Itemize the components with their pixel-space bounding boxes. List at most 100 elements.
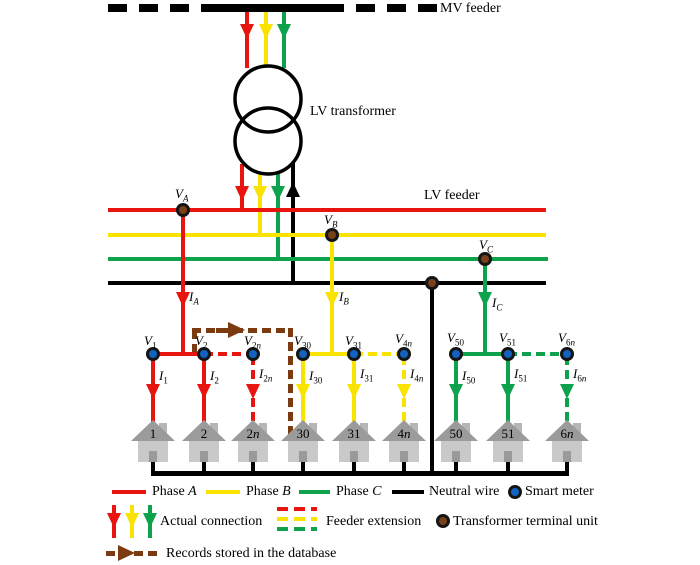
phase-c-bus-solid	[456, 352, 508, 356]
ic-arrow-icon	[478, 292, 492, 307]
neutral-riser	[291, 162, 295, 285]
label-i50: I50	[462, 368, 476, 386]
house-31-neutral-stub	[352, 460, 356, 473]
ia-arrow-icon	[176, 292, 190, 307]
phase-c-down-arrow-icon	[271, 186, 285, 201]
phase-b-down-arrow-icon	[259, 24, 273, 39]
door-icon	[563, 451, 571, 462]
records-right-arrow-icon	[228, 322, 245, 338]
smart-meter-v4n-dot	[397, 347, 411, 361]
house-2-neutral-stub	[202, 460, 206, 473]
i2n-arrow-icon	[246, 384, 260, 399]
door-icon	[400, 451, 408, 462]
legend-neutral-label: Neutral wire	[429, 484, 500, 499]
legend-feeder-extension-label: Feeder extension	[326, 514, 422, 529]
house-2: 2	[182, 420, 226, 462]
i51-arrow-icon	[501, 384, 515, 399]
neutral-bus	[151, 471, 569, 476]
label-ic: IC	[492, 295, 503, 313]
legend-feeder-extension-red-swatch	[277, 507, 317, 511]
i2-arrow-icon	[197, 384, 211, 399]
phase-c-down-arrow-icon	[277, 24, 291, 39]
door-icon	[299, 451, 307, 462]
phase-a-mv-drop	[245, 12, 249, 68]
legend-yellow-arrow-icon	[125, 513, 139, 528]
legend-phase-c-swatch	[299, 490, 330, 494]
label-v50: V50	[447, 330, 464, 348]
smart-meter-v30-dot	[296, 347, 310, 361]
house-1: 1	[131, 420, 175, 462]
house-1-neutral-stub	[151, 460, 155, 473]
phase-c-mv-drop	[282, 12, 286, 68]
label-i2n: I2n	[259, 366, 273, 384]
phase-b-lv-drop	[258, 168, 262, 237]
lv-transformer-label: LV transformer	[310, 104, 396, 119]
label-i4n: I4n	[410, 366, 424, 384]
phase-c-lv-drop	[276, 172, 280, 261]
records-path-vertical-left	[192, 330, 197, 353]
legend-phase-a-label: Phase A	[152, 484, 197, 499]
label-v30: V30	[294, 333, 311, 351]
lv-feeder-label: LV feeder	[424, 188, 480, 203]
house-50-neutral-stub	[454, 460, 458, 473]
mv-feeder-solid-segment	[219, 4, 330, 12]
phase-c-feeder-line	[108, 257, 548, 261]
i1-arrow-icon	[146, 384, 160, 399]
label-va: VA	[175, 186, 189, 204]
ttu-phase-c-dot	[478, 252, 492, 266]
legend-phase-c-label: Phase C	[336, 484, 382, 499]
phase-a-feeder-line	[108, 208, 546, 212]
house-31: 31	[332, 420, 376, 462]
phase-a-down-arrow-icon	[240, 24, 254, 39]
house-51: 51	[486, 420, 530, 462]
label-ia: IA	[189, 289, 199, 307]
smart-meter-v2n-dot	[246, 347, 260, 361]
house-number: 2	[200, 426, 208, 441]
legend-feeder-extension-yellow-swatch	[277, 517, 317, 521]
door-icon	[504, 451, 512, 462]
legend-phase-b-label: Phase B	[246, 484, 291, 499]
house-30: 30	[281, 420, 325, 462]
phase-c-bus-extension	[508, 352, 567, 356]
i6n-arrow-icon	[560, 384, 574, 399]
label-v2n: V2n	[244, 333, 261, 351]
door-icon	[200, 451, 208, 462]
house-number: 51	[501, 426, 515, 441]
house-4n: 4n	[382, 420, 426, 462]
door-icon	[452, 451, 460, 462]
phase-b-down-arrow-icon	[253, 186, 267, 201]
house-30-neutral-stub	[301, 460, 305, 473]
label-v6n: V6n	[558, 330, 575, 348]
ttu-phase-b-dot	[325, 228, 339, 242]
door-icon	[149, 451, 157, 462]
label-v51: V51	[499, 330, 516, 348]
label-v4n: V4n	[395, 331, 412, 349]
phase-a-down-arrow-icon	[235, 186, 249, 201]
ttu-neutral-drop	[430, 283, 434, 473]
smart-meter-v51-dot	[501, 347, 515, 361]
door-icon	[249, 451, 257, 462]
ttu-phase-a-dot	[176, 203, 190, 217]
house-51-neutral-stub	[506, 460, 510, 473]
smart-meter-v6n-dot	[560, 347, 574, 361]
label-i30: I30	[309, 368, 323, 386]
house-6n-neutral-stub	[565, 460, 569, 473]
house-6n: 6n	[545, 420, 589, 462]
phase-a-service-drop	[181, 210, 185, 354]
neutral-feeder-line	[108, 281, 546, 285]
phase-b-mv-drop	[264, 12, 268, 68]
label-vc: VC	[479, 237, 493, 255]
label-i31: I31	[360, 366, 374, 384]
legend-phase-b-swatch	[206, 490, 240, 494]
house-number: 2n	[246, 426, 260, 441]
legend-phase-a-swatch	[112, 490, 146, 494]
legend-actual-connection-label: Actual connection	[160, 514, 263, 529]
ib-arrow-icon	[325, 292, 339, 307]
legend-smart-meter-label: Smart meter	[525, 484, 594, 499]
phase-b-bus-extension	[354, 352, 404, 356]
house-number: 30	[296, 426, 310, 441]
label-ib: IB	[339, 289, 349, 307]
i31-arrow-icon	[347, 384, 361, 399]
house-number: 6n	[560, 426, 574, 441]
